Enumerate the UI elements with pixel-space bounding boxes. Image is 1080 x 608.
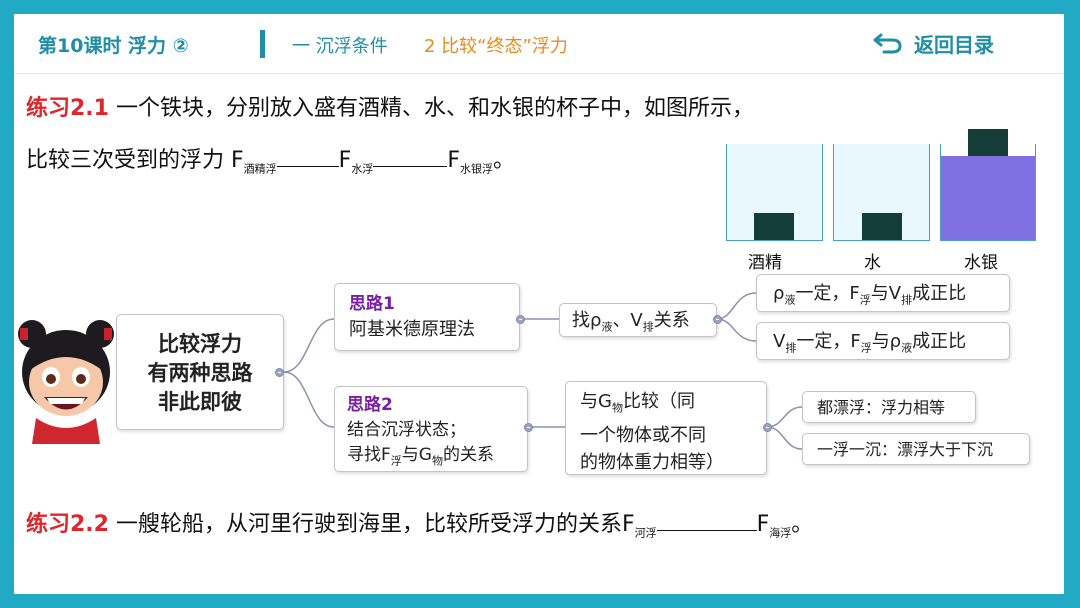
root-line-3: 非此即彼 bbox=[158, 390, 242, 414]
desc2-c: 的关系 bbox=[442, 445, 494, 465]
leaf-both-float: 都漂浮：浮力相等 bbox=[802, 391, 976, 423]
compare-node: 与G物比较（同 一个物体或不同 的物体重力相等） bbox=[565, 381, 767, 475]
exercise-1-prefix: 比较三次受到的浮力 F bbox=[26, 148, 244, 173]
leaf2-p2: 一定，F bbox=[796, 331, 861, 352]
exercise-1-sub2: 水浮 bbox=[351, 162, 374, 176]
subsection-title: 2 比较“终态”浮力 bbox=[424, 36, 568, 57]
branch-2-desc1: 结合沉浮状态； bbox=[347, 420, 466, 440]
compare-l1sub: 物 bbox=[611, 401, 623, 415]
mindmap-root-node: 比较浮力 有两种思路 非此即彼 bbox=[116, 314, 284, 430]
beaker-label-mercury: 水银 bbox=[964, 253, 998, 273]
root-line-2: 有两种思路 bbox=[147, 361, 253, 385]
exercise-1-f2: F bbox=[338, 148, 352, 173]
back-label: 返回目录 bbox=[914, 32, 994, 57]
exercise-1-line1: 练习2.1 一个铁块，分别放入盛有酒精、水、和水银的杯子中，如图所示， bbox=[26, 90, 754, 122]
compare-l1b: 比较（同 bbox=[622, 391, 695, 412]
header-divider-bar bbox=[260, 30, 265, 58]
section-title: 一 沉浮条件 bbox=[292, 36, 388, 57]
relation-c: 关系 bbox=[653, 310, 690, 331]
slide: 第10课时 浮力 ② 一 沉浮条件 2 比较“终态”浮力 返回目录 练习2.1 … bbox=[14, 14, 1064, 594]
back-to-contents-button[interactable]: 返回目录 bbox=[872, 28, 994, 58]
branch-2-node: 思路2 结合沉浮状态； 寻找F浮与G物的关系 bbox=[334, 386, 528, 472]
collapse-toggle-root[interactable] bbox=[275, 368, 284, 377]
leaf1-s3: 排 bbox=[901, 293, 913, 307]
cartoon-girl-avatar-icon bbox=[18, 320, 114, 444]
desc2-b: 与G bbox=[401, 445, 432, 465]
beaker-mercury bbox=[940, 144, 1036, 241]
leaf1-s2: 浮 bbox=[859, 293, 871, 307]
branch-2-title: 思路2 bbox=[347, 395, 393, 415]
header-divider bbox=[14, 73, 1064, 74]
exercise-1-end: 。 bbox=[492, 148, 515, 173]
collapse-toggle-relation-1[interactable] bbox=[713, 315, 722, 324]
exercise-2-f2: F bbox=[756, 512, 770, 537]
leaf1-s1: 液 bbox=[784, 293, 796, 307]
answer-blank-3[interactable] bbox=[656, 512, 757, 531]
collapse-toggle-compare[interactable] bbox=[763, 423, 772, 432]
answer-blank-2[interactable] bbox=[373, 148, 448, 167]
exercise-1-number: 练习2.1 bbox=[26, 96, 109, 121]
answer-blank-1[interactable] bbox=[276, 148, 339, 167]
leaf2-s3: 液 bbox=[901, 341, 913, 355]
iron-block-water bbox=[862, 213, 902, 240]
exercise-1-sub1: 酒精浮 bbox=[243, 162, 277, 176]
exercise-2-line: 练习2.2 一艘轮船，从河里行驶到海里，比较所受浮力的关系F河浮 F海浮。 bbox=[26, 506, 813, 540]
beaker-water bbox=[833, 144, 930, 241]
exercise-2-end: 。 bbox=[791, 512, 814, 537]
leaf-rho-fixed: ρ液一定，F浮与V排成正比 bbox=[756, 274, 1010, 312]
beaker-label-alcohol: 酒精 bbox=[748, 253, 782, 273]
mercury-liquid bbox=[941, 156, 1035, 240]
return-arrow-icon bbox=[873, 33, 902, 54]
leaf1-p3: 与V bbox=[870, 283, 902, 304]
relation-node-1: 找ρ液、V排关系 bbox=[559, 303, 717, 337]
exercise-2-sub2: 海浮 bbox=[769, 526, 792, 540]
branch-1-desc: 阿基米德原理法 bbox=[349, 319, 475, 340]
exercise-2-sub1: 河浮 bbox=[634, 526, 657, 540]
compare-line-2: 一个物体或不同 bbox=[580, 424, 706, 446]
beaker-alcohol bbox=[726, 144, 823, 241]
exercise-1-text: 一个铁块，分别放入盛有酒精、水、和水银的杯子中，如图所示， bbox=[115, 96, 754, 121]
relation-a-sub: 液 bbox=[601, 320, 613, 334]
branch-1-title: 思路1 bbox=[349, 294, 395, 314]
leaf-v-fixed: V排一定，F浮与ρ液成正比 bbox=[756, 322, 1010, 360]
compare-line-1: 与G物比较（同 bbox=[580, 388, 766, 422]
leaf2-s1: 排 bbox=[785, 341, 797, 355]
desc2-sub1: 浮 bbox=[390, 454, 402, 468]
leaf1-p2: 一定，F bbox=[795, 283, 860, 304]
desc2-sub2: 物 bbox=[431, 454, 443, 468]
iron-block-alcohol bbox=[754, 213, 794, 240]
relation-a: 找ρ bbox=[572, 310, 602, 331]
leaf-float-sink: 一浮一沉：漂浮大于下沉 bbox=[802, 433, 1030, 465]
collapse-toggle-branch-1[interactable] bbox=[516, 315, 525, 324]
leaf2-p3: 与ρ bbox=[871, 331, 902, 352]
iron-block-mercury bbox=[968, 129, 1008, 156]
relation-b-sub: 排 bbox=[642, 320, 654, 334]
branch-2-desc2: 寻找F浮与G物的关系 bbox=[347, 443, 527, 473]
collapse-toggle-branch-2[interactable] bbox=[524, 423, 533, 432]
exercise-1-f3: F bbox=[447, 148, 460, 173]
leaf2-p4: 成正比 bbox=[912, 331, 967, 352]
exercise-2-text: 一艘轮船，从河里行驶到海里，比较所受浮力的关系F bbox=[115, 512, 635, 537]
beaker-label-water: 水 bbox=[864, 253, 881, 273]
leaf2-p1: V bbox=[773, 331, 786, 352]
relation-b: 、V bbox=[612, 310, 643, 331]
leaf1-p4: 成正比 bbox=[912, 283, 967, 304]
exercise-2-number: 练习2.2 bbox=[26, 512, 109, 537]
header: 第10课时 浮力 ② 一 沉浮条件 2 比较“终态”浮力 返回目录 bbox=[14, 14, 1064, 72]
exercise-1-sub3: 水银浮 bbox=[459, 162, 493, 176]
branch-1-node: 思路1 阿基米德原理法 bbox=[334, 283, 520, 351]
desc2-a: 寻找F bbox=[347, 445, 391, 465]
root-line-1: 比较浮力 bbox=[158, 332, 242, 356]
lesson-title: 第10课时 浮力 ② bbox=[38, 35, 189, 57]
compare-line-3: 的物体重力相等） bbox=[580, 451, 724, 473]
compare-l1a: 与G bbox=[580, 391, 612, 412]
leaf2-s2: 浮 bbox=[860, 341, 872, 355]
leaf1-p1: ρ bbox=[773, 283, 785, 304]
